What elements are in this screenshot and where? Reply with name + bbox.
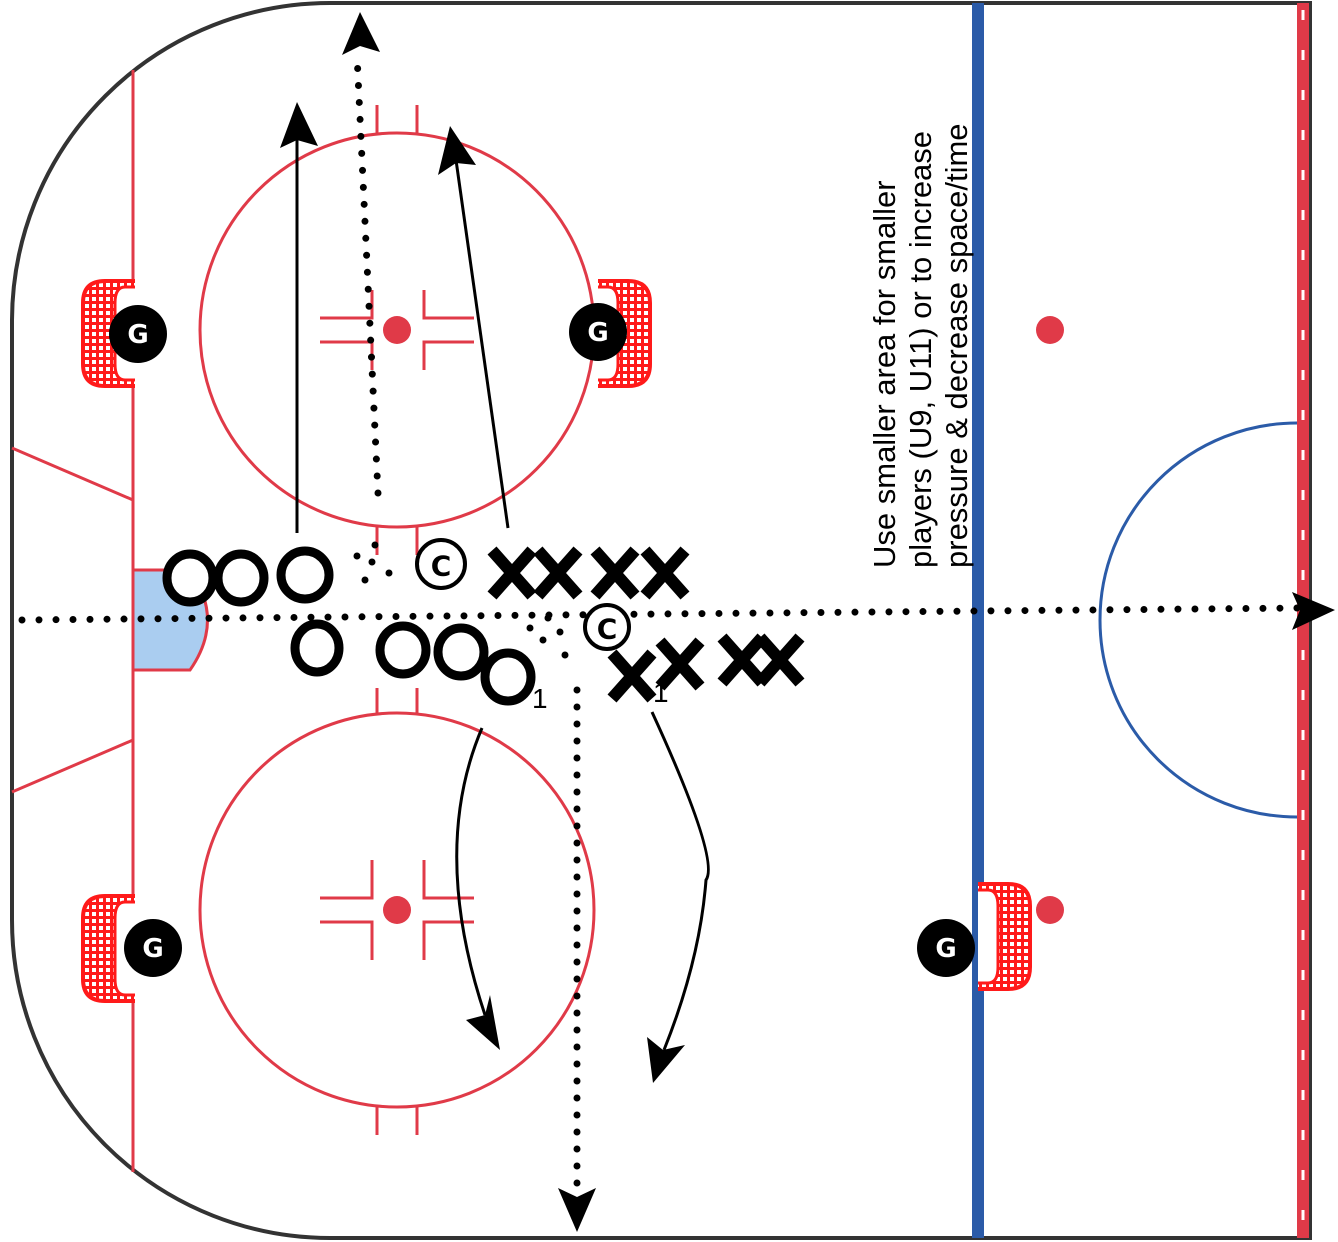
offense-player [276,546,334,604]
arrowhead [280,102,318,148]
defense-player [755,633,805,687]
defense-player [590,546,640,600]
defense-player [717,633,767,687]
svg-text:C: C [431,550,452,583]
svg-text:players (U9, U11) or to increa: players (U9, U11) or to increase [903,131,938,568]
center-circle [1098,421,1298,819]
arrowhead [558,1188,596,1232]
goalie: G [917,919,975,977]
skate-curve [455,727,487,1016]
svg-text:G: G [935,934,956,964]
svg-text:Use smaller area for smaller: Use smaller area for smaller [867,180,902,568]
offense-player [433,623,489,681]
svg-text:G: G [127,320,148,350]
goalie: G [569,303,627,361]
defense-player [533,546,583,600]
coach: C [415,538,467,590]
player-number: 1 [653,677,669,708]
drill-note: Use smaller area for smaller players (U9… [867,123,974,568]
pass-line-up [353,51,382,497]
skate-curve [650,711,710,1051]
goalie: G [109,305,167,363]
arrowhead [342,12,380,55]
svg-text:G: G [587,318,608,348]
arrowhead [1292,592,1335,630]
arrowhead [438,126,476,175]
faceoff-circle-bottom [198,688,596,1135]
neutral-dot [1036,896,1064,924]
goalie: G [124,919,182,977]
trapezoid-bottom [11,738,134,794]
svg-text:G: G [142,934,163,964]
offense-player [375,621,431,679]
skate-line [454,159,510,529]
arrowhead [647,1037,685,1083]
defense-player [607,649,657,703]
offense-player [162,549,218,607]
player-number: 1 [532,683,548,714]
defense-player [640,546,690,600]
offense-player [480,648,536,706]
arrowhead [466,995,500,1050]
net-bottom-right [976,882,1032,991]
coach: C [583,603,631,651]
trapezoid-top [11,446,134,502]
offense-player [290,619,344,677]
neutral-dot [1036,316,1064,344]
offense-player [213,549,269,607]
defense-player [655,637,705,691]
svg-text:C: C [597,613,618,646]
puck-dots [353,541,570,659]
svg-text:pressure & decrease space/time: pressure & decrease space/time [939,123,974,568]
defense-player [487,546,537,600]
